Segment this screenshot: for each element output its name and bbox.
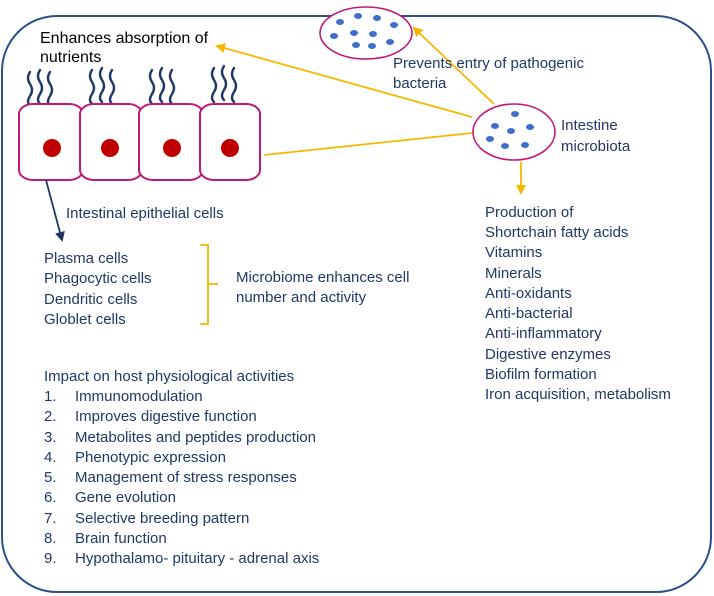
production-item: Minerals [485,264,542,282]
impact-item: 3. Metabolites and peptides production [44,428,319,448]
villi [26,64,238,108]
impact-item-text: Hypothalamo- pituitary - adrenal axis [75,550,320,568]
impact-item-text: Phenotypic expression [75,448,226,466]
impact-item-number: 1. [44,388,57,405]
impact-item-number: 8. [44,530,57,548]
impact-item-number: 2. [44,408,57,426]
impact-item-text: Gene evolution [75,489,176,507]
prevents-entry-line-2: bacteria [393,75,447,92]
immune-cell-item: Dendritic cells [44,290,138,308]
nucleus [163,139,181,157]
impact-item-number: 3. [44,428,57,446]
impact-item-text: Metabolites and peptides production [75,428,316,446]
bracket [200,244,218,325]
enhances-absorption-line-2: nutrients [40,49,102,66]
nucleus [43,139,61,157]
nucleus [101,139,119,157]
impact-item-text: Brain function [75,530,167,548]
intestine-microbiota-line-2: microbiota [561,138,631,155]
impact-heading: Impact on host physiological activities [44,368,295,385]
production-item: Anti-oxidants [485,284,572,302]
microbiome-enhances-line-2: number and activity [236,289,367,306]
impact-item: 4. Phenotypic expression [44,448,319,468]
production-heading: Production of [485,204,574,221]
microbiota-dots [486,111,534,149]
pathogenic-bacteria-ellipse [319,6,413,60]
immune-cell-item: Phagocytic cells [44,270,152,288]
impact-item-number: 6. [44,489,57,507]
impact-item-number: 4. [44,448,57,466]
microbiome-enhances-line-1: Microbiome enhances cell [236,269,410,286]
production-item: Iron acquisition, metabolism [485,386,671,404]
immune-cells-list: Plasma cells Phagocytic cells Dendritic … [44,249,152,330]
impact-item: 8. Brain function [44,529,319,549]
impact-item-number: 5. [44,469,57,487]
arrow-to-epithelium [263,132,473,156]
enhances-absorption-line-1: Enhances absorption of [40,30,209,47]
immune-cell-item: Plasma cells [44,250,129,267]
impact-item-text: Management of stress responses [75,469,297,487]
impact-item: 9. Hypothalamo- pituitary - adrenal axis [44,549,319,569]
production-item: Digestive enzymes [485,345,611,363]
prevents-entry-line-1: Prevents entry of pathogenic [393,55,584,72]
arrow-to-pathogenic [412,26,495,105]
impact-item: 2. Improves digestive function [44,407,319,427]
impact-item-number: 9. [44,550,57,568]
impact-item-number: 7. [44,509,57,527]
impact-item-text: Selective breeding pattern [75,509,250,527]
production-item: Anti-bacterial [485,305,573,323]
impact-list: 1. Immunomodulation 2. Improves digestive … [44,387,319,570]
impact-item: 5. Management of stress responses [44,468,319,488]
production-item: Anti-inflammatory [485,325,602,343]
pathogenic-bacteria-dots [330,13,398,49]
impact-item: 6. Gene evolution [44,488,319,508]
production-item: Vitamins [485,244,543,262]
arrow-to-absorption [215,43,473,118]
nucleus [221,139,239,157]
production-item: Biofilm formation [485,366,597,384]
impact-item-text: Immunomodulation [75,388,203,405]
cell-nuclei [43,139,239,157]
production-item: Shortchain fatty acids [485,224,629,241]
arrow-to-immune-cells [45,179,65,242]
intestine-microbiota-line-1: Intestine [561,117,618,134]
impact-item: 1. Immunomodulation [44,387,319,407]
impact-item: 7. Selective breeding pattern [44,509,319,529]
impact-item-text: Improves digestive function [75,408,257,426]
intestinal-epithelial-cells-label: Intestinal epithelial cells [66,205,224,222]
immune-cell-item: Globlet cells [44,310,126,328]
production-list: Shortchain fatty acids Vitamins Minerals… [485,223,671,406]
